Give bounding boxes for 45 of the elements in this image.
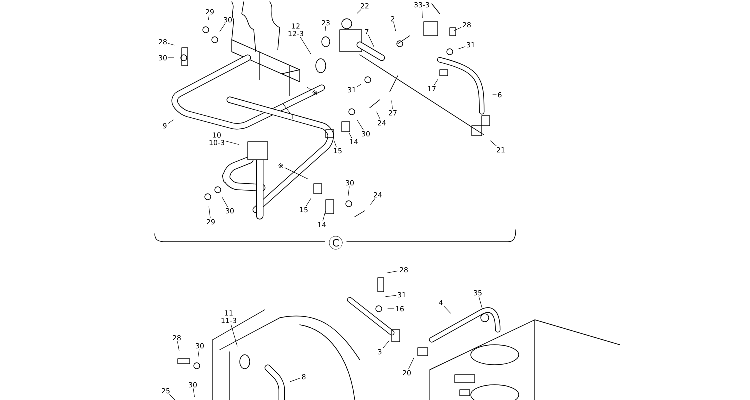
leader-line <box>300 37 312 55</box>
leader-line <box>388 308 395 310</box>
leader-line <box>208 206 211 218</box>
leader-line <box>368 36 374 48</box>
leader-line <box>284 168 308 180</box>
leader-line <box>357 10 362 14</box>
leader-line <box>386 295 397 298</box>
leader-line <box>290 378 301 382</box>
leader-line <box>434 79 438 86</box>
detail-letter: C <box>329 236 343 250</box>
leader-line <box>168 43 175 46</box>
leader-line <box>306 198 312 206</box>
leader-line <box>458 46 466 50</box>
leader-line <box>422 8 423 18</box>
leader-line <box>307 87 312 90</box>
leader-line <box>226 141 240 146</box>
leader-line <box>220 24 226 32</box>
leader-line <box>170 394 176 400</box>
leader-line <box>348 132 352 138</box>
leader-line <box>348 186 350 196</box>
leader-line <box>383 340 390 348</box>
leader-line <box>230 324 238 347</box>
leader-line <box>198 350 200 358</box>
leader-line <box>357 120 364 130</box>
leader-line <box>193 388 195 398</box>
leader-line <box>370 198 376 205</box>
leader-line <box>357 84 362 87</box>
leader-line <box>454 27 462 31</box>
leader-line <box>394 22 396 32</box>
leader-line <box>334 140 337 148</box>
leader-line <box>376 112 380 120</box>
leader-line <box>492 94 497 96</box>
leader-line <box>490 140 497 146</box>
leader-line <box>208 16 210 20</box>
leader-line <box>444 306 452 314</box>
leader-line <box>478 296 483 310</box>
leader-line <box>325 26 326 32</box>
leader-line <box>322 211 326 222</box>
leader-line <box>177 342 180 352</box>
leader-line <box>392 100 393 110</box>
leader-line <box>283 104 290 114</box>
leader-line <box>386 270 399 274</box>
leader-line <box>222 198 228 208</box>
leader-line <box>408 358 414 370</box>
leader-line <box>168 120 174 124</box>
